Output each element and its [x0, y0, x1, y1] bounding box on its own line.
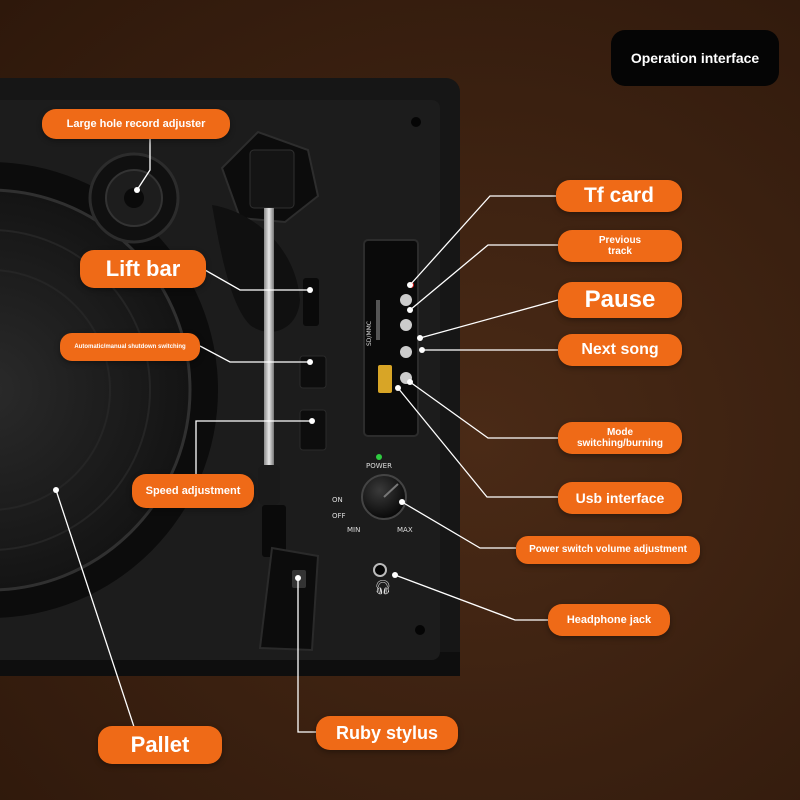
- power-led-icon: [376, 454, 382, 460]
- speed-switch: [299, 409, 327, 451]
- pointer-dot: [295, 575, 301, 581]
- pointer-dot: [417, 335, 423, 341]
- pause-icon: [400, 346, 412, 358]
- label-auto-manual-shutdown: Automatic/manual shutdown switching: [60, 333, 200, 361]
- pointer-dot: [392, 572, 398, 578]
- label-usb-interface: Usb interface: [558, 482, 682, 514]
- tf-card-slot: [400, 294, 412, 306]
- operation-interface-title: Operation interface: [611, 30, 779, 86]
- max-marking: MAX: [397, 526, 413, 534]
- pointer-dot: [307, 287, 313, 293]
- leader-lines: [55, 138, 559, 746]
- pointer-dot: [407, 307, 413, 313]
- usb-port: [378, 365, 392, 393]
- label-pallet: Pallet: [98, 726, 222, 764]
- pointer-dot: [134, 187, 140, 193]
- label-previous-track: Previous track: [558, 230, 682, 262]
- pointer-dot: [395, 385, 401, 391]
- pointer-dot: [309, 418, 315, 424]
- off-marking: OFF: [332, 512, 346, 520]
- tonearm-tube: [264, 208, 274, 498]
- pointer-dot: [419, 347, 425, 353]
- label-power-switch-volume: Power switch volume adjustment: [516, 536, 700, 564]
- power-marking: POWER: [366, 462, 392, 470]
- lift-bar-slot: [303, 278, 319, 326]
- label-mode-switching: Mode switching/burning: [558, 422, 682, 454]
- label-next-song: Next song: [558, 334, 682, 366]
- tonearm-base: [212, 205, 300, 332]
- previous-track-icon: [400, 319, 412, 331]
- label-tf-card: Tf card: [556, 180, 682, 212]
- pointer-dot: [53, 487, 59, 493]
- headphone-jack: [373, 563, 387, 577]
- label-ruby-stylus: Ruby stylus: [316, 716, 458, 750]
- shutdown-switch: [299, 355, 327, 389]
- pointer-dot: [307, 359, 313, 365]
- sd-card-slot: [376, 300, 380, 340]
- stylus-neck: [262, 505, 286, 557]
- headphone-icon: 🎧︎: [374, 580, 392, 596]
- label-pause: Pause: [558, 282, 682, 318]
- screw-icon: [411, 117, 421, 127]
- pointer-dot: [399, 499, 405, 505]
- min-marking: MIN: [347, 526, 361, 534]
- label-lift-bar: Lift bar: [80, 250, 206, 288]
- screw-icon: [415, 625, 425, 635]
- on-marking: ON: [332, 496, 343, 504]
- label-headphone-jack: Headphone jack: [548, 604, 670, 636]
- pointer-dot: [407, 282, 413, 288]
- label-speed-adjustment: Speed adjustment: [132, 474, 254, 508]
- pointer-dot: [407, 379, 413, 385]
- sd-mmc-marking: SD/MMC: [366, 321, 373, 346]
- label-large-hole-record-adjuster: Large hole record adjuster: [42, 109, 230, 139]
